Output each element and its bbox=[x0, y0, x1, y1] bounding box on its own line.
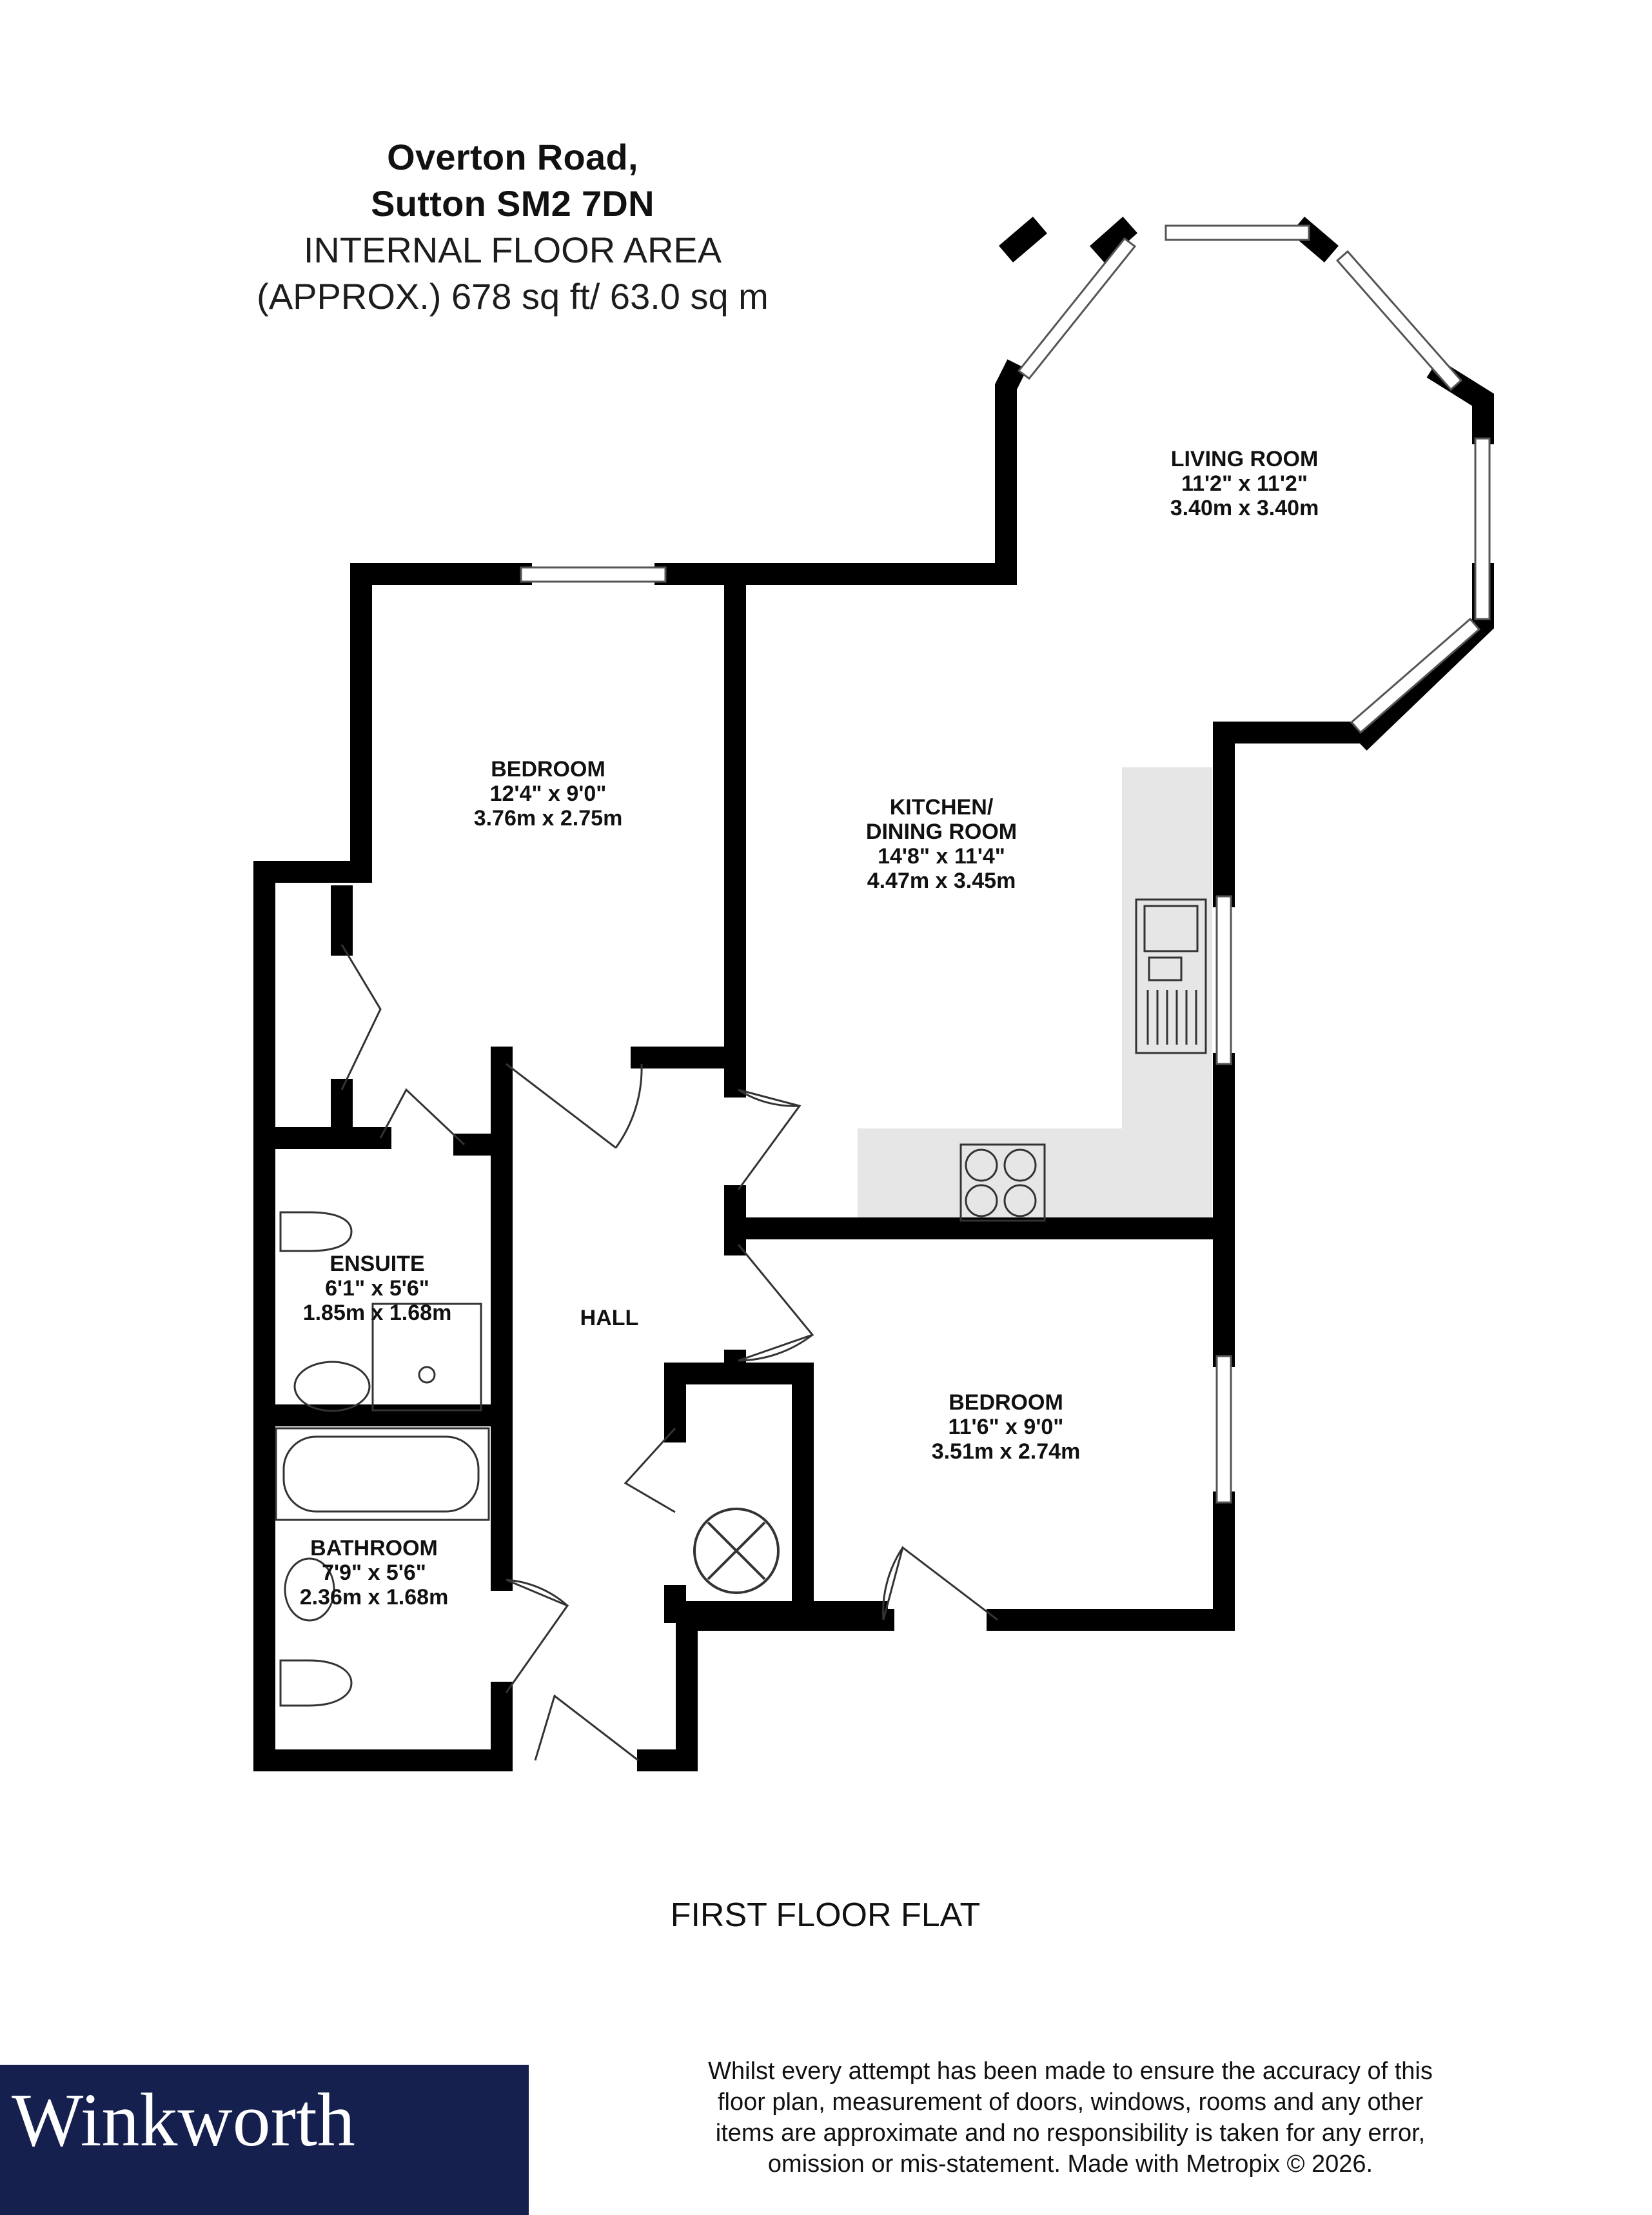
room-label-kitchen-dining: KITCHEN/ DINING ROOM 14'8" x 11'4" 4.47m… bbox=[832, 795, 1051, 893]
property-address-line-2: Sutton SM2 7DN bbox=[371, 183, 654, 224]
room-size-metric: 3.76m x 2.75m bbox=[473, 806, 623, 831]
brand-logo: Winkworth bbox=[12, 2078, 355, 2162]
disclaimer-line-4: omission or mis-statement. Made with Met… bbox=[767, 2151, 1373, 2178]
room-size-imperial: 14'8" x 11'4" bbox=[878, 844, 1005, 869]
room-label-living-room: LIVING ROOM 11'2" x 11'2" 3.40m x 3.40m bbox=[1141, 447, 1348, 520]
kitchen-counter bbox=[858, 767, 1212, 1219]
doors bbox=[340, 944, 998, 1762]
property-address-line-1: Overton Road, bbox=[387, 137, 638, 177]
room-name: HALL bbox=[580, 1306, 639, 1330]
room-label-hall: HALL bbox=[548, 1306, 671, 1330]
basin-icon bbox=[284, 1361, 371, 1622]
disclaimer-line-2: floor plan, measurement of doors, window… bbox=[717, 2089, 1424, 2116]
room-size-metric: 2.36m x 1.68m bbox=[299, 1585, 449, 1610]
toilet-icon bbox=[279, 1211, 353, 1707]
room-name: LIVING ROOM bbox=[1170, 447, 1319, 471]
room-name-line-2: DINING ROOM bbox=[865, 820, 1018, 844]
boiler-icon bbox=[693, 1508, 780, 1594]
property-header: Overton Road, Sutton SM2 7DN INTERNAL FL… bbox=[168, 134, 858, 320]
room-name: ENSUITE bbox=[329, 1252, 425, 1276]
room-size-metric: 4.47m x 3.45m bbox=[867, 869, 1016, 893]
disclaimer-line-1: Whilst every attempt has been made to en… bbox=[708, 2058, 1433, 2085]
sink-icon bbox=[1135, 898, 1207, 1054]
disclaimer-text: Whilst every attempt has been made to en… bbox=[664, 2056, 1477, 2180]
room-label-bedroom-2: BEDROOM 11'6" x 9'0" 3.51m x 2.74m bbox=[896, 1390, 1116, 1464]
floor-area-heading: INTERNAL FLOOR AREA bbox=[303, 230, 722, 270]
room-size-imperial: 12'4" x 9'0" bbox=[489, 782, 607, 806]
room-size-metric: 1.85m x 1.68m bbox=[302, 1301, 452, 1325]
floor-name: FIRST FLOOR FLAT bbox=[670, 1896, 981, 1934]
bath-icon bbox=[275, 1427, 490, 1521]
disclaimer-line-3: items are approximate and no responsibil… bbox=[715, 2120, 1426, 2147]
room-name: BEDROOM bbox=[949, 1390, 1063, 1415]
shower-icon bbox=[371, 1303, 482, 1412]
room-label-bathroom: BATHROOM 7'9" x 5'6" 2.36m x 1.68m bbox=[264, 1536, 484, 1610]
room-size-metric: 3.40m x 3.40m bbox=[1170, 496, 1319, 520]
room-size-metric: 3.51m x 2.74m bbox=[931, 1439, 1081, 1464]
room-size-imperial: 11'6" x 9'0" bbox=[948, 1415, 1064, 1439]
floor-area-value: (APPROX.) 678 sq ft/ 63.0 sq m bbox=[257, 276, 769, 317]
room-size-imperial: 11'2" x 11'2" bbox=[1181, 471, 1308, 496]
room-name: BEDROOM bbox=[491, 757, 605, 782]
brand-panel bbox=[0, 2065, 529, 2215]
room-size-imperial: 6'1" x 5'6" bbox=[325, 1276, 429, 1301]
room-label-bedroom-1: BEDROOM 12'4" x 9'0" 3.76m x 2.75m bbox=[445, 757, 651, 831]
room-name: BATHROOM bbox=[310, 1536, 438, 1560]
hob-icon bbox=[959, 1143, 1046, 1222]
windows bbox=[520, 224, 1491, 1504]
room-label-ensuite: ENSUITE 6'1" x 5'6" 1.85m x 1.68m bbox=[277, 1252, 477, 1325]
room-name: KITCHEN/ bbox=[889, 795, 994, 820]
room-size-imperial: 7'9" x 5'6" bbox=[322, 1560, 426, 1585]
